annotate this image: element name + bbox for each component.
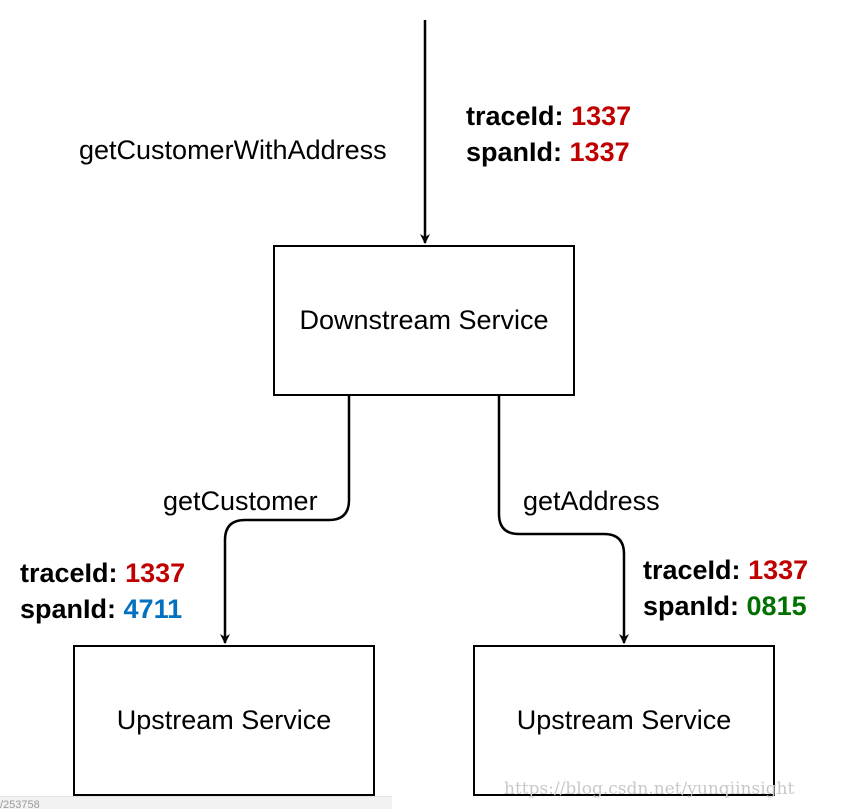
- left-connector-arrow: [220, 396, 351, 644]
- right-span-id: spanId: 0815: [643, 588, 808, 624]
- span-id-value: 4711: [123, 594, 183, 624]
- right-connector-arrow: [497, 396, 629, 644]
- left-span-id: spanId: 4711: [20, 591, 185, 627]
- trace-id-value: 1337: [571, 101, 632, 131]
- right-edge-label: getAddress: [523, 486, 660, 516]
- watermark-url: https://blog.csdn.net/yunqiinsight: [504, 779, 795, 799]
- footer-strip: /253758: [0, 796, 392, 809]
- downstream-service-label: Downstream Service: [299, 305, 549, 335]
- span-id-key: spanId:: [20, 594, 117, 624]
- trace-id-key: traceId:: [643, 555, 741, 585]
- upstream-service-label: Upstream Service: [116, 705, 332, 735]
- upstream-service-label: Upstream Service: [516, 705, 732, 735]
- upstream-service-box-left: Upstream Service: [73, 645, 375, 796]
- span-id-key: spanId:: [466, 137, 563, 167]
- right-id-labels: traceId: 1337 spanId: 0815: [643, 552, 808, 624]
- downstream-service-box: Downstream Service: [273, 245, 575, 396]
- trace-id-key: traceId:: [20, 558, 118, 588]
- upstream-service-box-right: Upstream Service: [473, 645, 775, 796]
- trace-id-value: 1337: [125, 558, 186, 588]
- incoming-id-labels: traceId: 1337 spanId: 1337: [466, 98, 631, 170]
- left-trace-id: traceId: 1337: [20, 555, 185, 591]
- left-edge-label: getCustomer: [163, 486, 318, 516]
- trace-id-value: 1337: [748, 555, 809, 585]
- span-id-key: spanId:: [643, 591, 740, 621]
- incoming-edge-label: getCustomerWithAddress: [79, 135, 387, 165]
- left-id-labels: traceId: 1337 spanId: 4711: [20, 555, 185, 627]
- span-id-value: 0815: [746, 591, 807, 621]
- right-trace-id: traceId: 1337: [643, 552, 808, 588]
- span-id-value: 1337: [569, 137, 630, 167]
- incoming-span-id: spanId: 1337: [466, 134, 631, 170]
- trace-id-key: traceId:: [466, 101, 564, 131]
- footer-text: /253758: [0, 799, 40, 809]
- incoming-trace-id: traceId: 1337: [466, 98, 631, 134]
